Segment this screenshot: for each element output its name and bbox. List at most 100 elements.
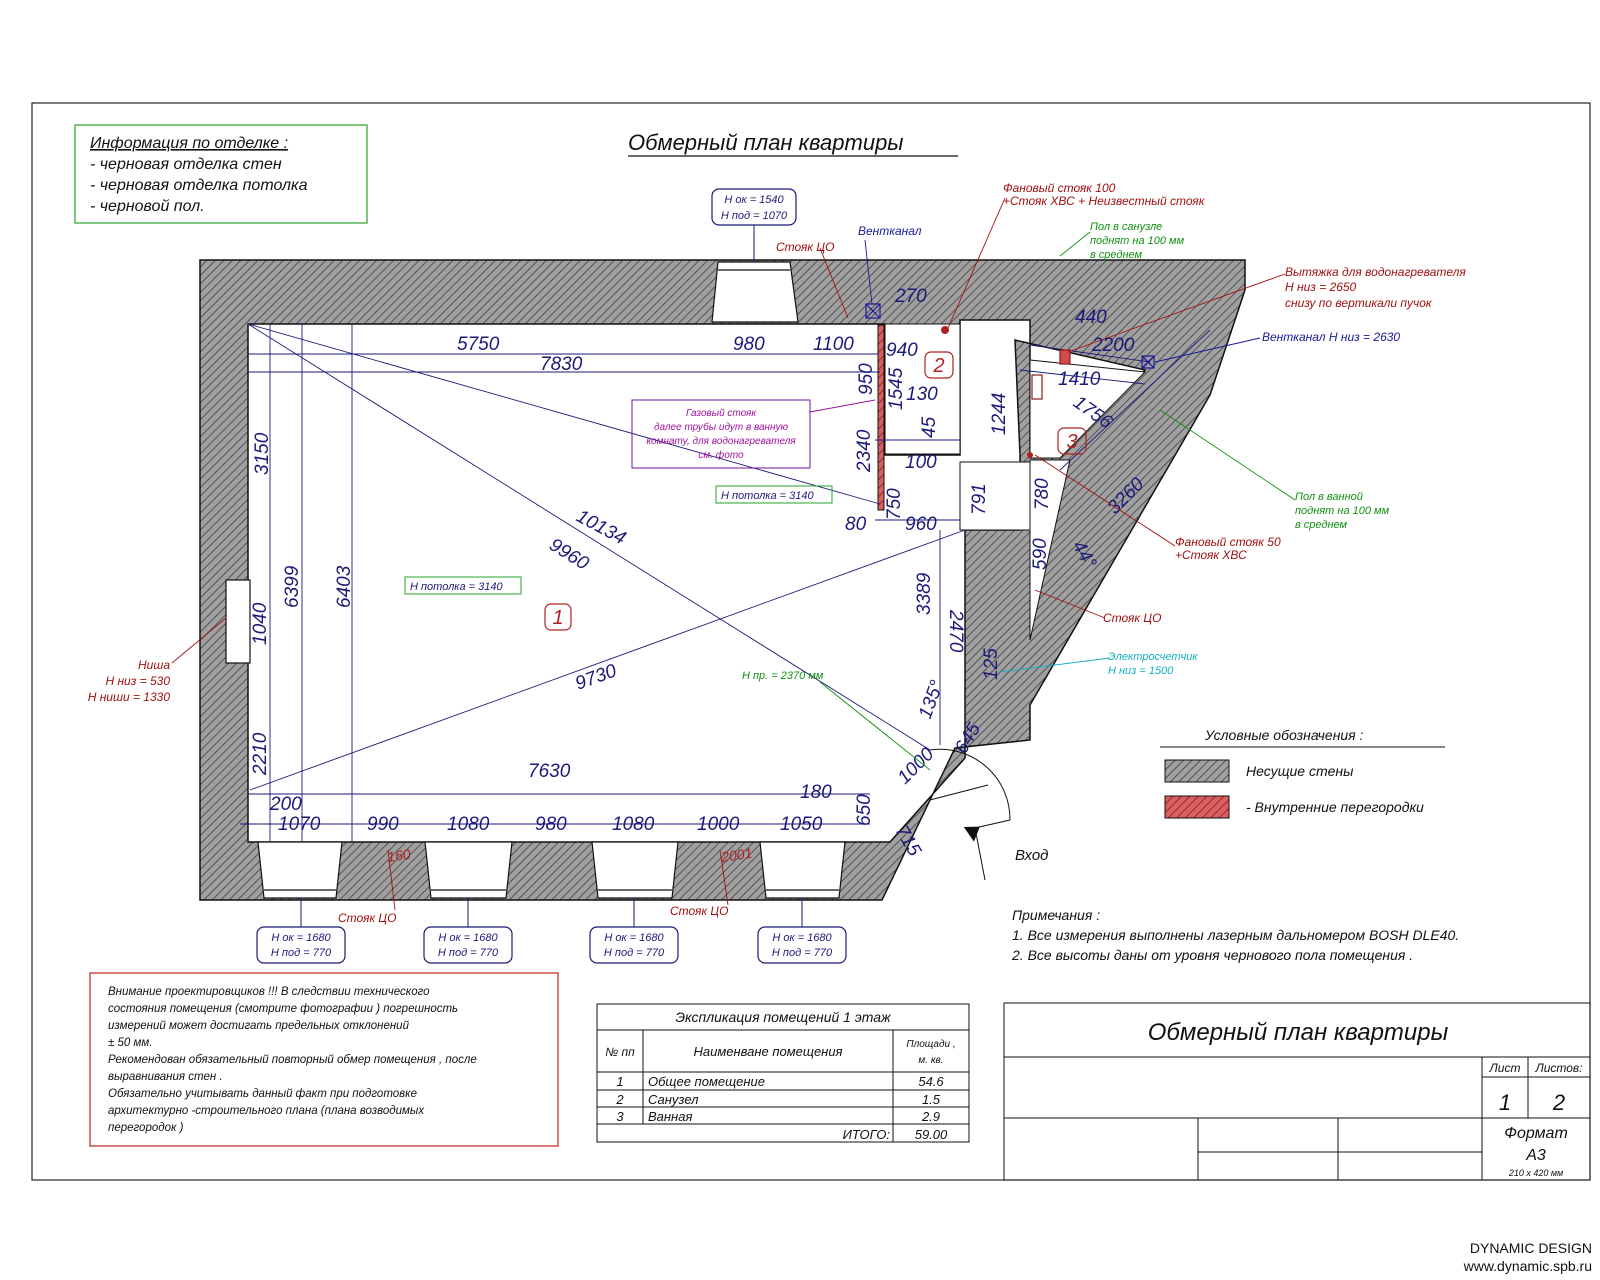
dimension-label: 3150 (252, 432, 273, 475)
explication-header: Наименване помещения (693, 1044, 842, 1059)
annotation-tag: 160 (386, 846, 412, 865)
dimension-label: 180 (800, 782, 832, 803)
annotation-floor-bath: Пол в ванной (1295, 491, 1363, 503)
annotation-hood: снизу по вертикали пучок (1285, 296, 1433, 310)
dimension-label: 100 (905, 452, 937, 473)
annotation-floor-wc: Пол в санузле (1090, 221, 1162, 233)
dimension-label: 2340 (854, 429, 875, 473)
dimension-label: 440 (1075, 307, 1107, 328)
window-label: Н ок = 1680 (604, 932, 664, 944)
format-value: А3 (1525, 1147, 1546, 1164)
warning-line: перегородок ) (108, 1122, 184, 1134)
page-title: Обмерный план квартиры (628, 130, 904, 155)
room-number: 2 (932, 355, 944, 377)
window-label: Н под = 770 (772, 947, 833, 959)
dimension-label: 1080 (447, 814, 490, 835)
dimension-label: 135° (915, 677, 948, 721)
footer: DYNAMIC DESIGN www.dynamic.spb.ru (1463, 1240, 1592, 1274)
dimension-label: 940 (886, 340, 918, 361)
legend-title: Условные обозначения : (1204, 727, 1364, 743)
warning-line: Рекомендован обязательный повторный обме… (108, 1054, 477, 1066)
window-label: Н под = 770 (438, 947, 499, 959)
legend-item: - Внутренние перегородки (1246, 799, 1424, 815)
sheets-count: 2 (1552, 1090, 1565, 1115)
annotation-hood: Вытяжка для водонагревателя (1285, 265, 1466, 279)
annotation-floor-bath: в среднем (1295, 519, 1348, 531)
table-cell: Санузел (648, 1092, 699, 1107)
dimension-label: 960 (905, 514, 937, 535)
dimension-label: 980 (733, 334, 765, 355)
title-block-title: Обмерный план квартиры (1148, 1019, 1449, 1046)
dimension-label: 5750 (457, 334, 500, 355)
room-number: 3 (1066, 431, 1077, 453)
sheet-label: Лист (1489, 1061, 1521, 1075)
dimension-label: 200 (269, 794, 302, 815)
dimension-label: 1100 (813, 334, 854, 355)
finishing-info-box: Информация по отделке : - черновая отдел… (74, 124, 368, 224)
sheet-number: 1 (1499, 1090, 1511, 1115)
table-cell: Ванная (648, 1109, 692, 1124)
window-openings (225, 261, 846, 899)
dimension-label: 7830 (540, 354, 583, 375)
annotation-riser-co: Стояк ЦО (338, 911, 396, 925)
window-label: Н под = 1070 (721, 210, 788, 222)
window-labels: Н ок = 1540 Н под = 1070 Н ок = 1680 Н п… (256, 188, 847, 964)
table-cell: 3 (616, 1109, 624, 1124)
dimension-label: 270 (894, 286, 927, 307)
annotation-fan-riser-50: Фановый стояк 50 (1175, 535, 1281, 549)
leader-lines (171, 197, 1296, 911)
dimension-label: 9960 (545, 534, 592, 574)
room-number: 1 (552, 607, 563, 629)
dimension-label: 1050 (780, 814, 823, 835)
annotation-gas-riser: далее трубы идут в ванную (654, 421, 789, 433)
annotation-floor-wc: поднят на 100 мм (1090, 235, 1185, 247)
annotation-meter: Электросчетчик (1108, 651, 1198, 663)
room-number-tags: 1 2 3 (544, 351, 1087, 631)
explication-title: Экспликация помещений 1 этаж (675, 1009, 892, 1025)
annotations: Стояк ЦО Вентканал Фановый стояк 100 +Ст… (88, 181, 1467, 925)
finishing-item: - черновой пол. (90, 198, 205, 215)
dimension-label: 10134 (573, 506, 630, 549)
warning-line: измерений может достигать предельных отк… (108, 1020, 410, 1032)
annotation-fan-riser-50: +Стояк ХВС (1175, 548, 1247, 562)
warning-line: Внимание проектировщиков !!! В следствии… (108, 986, 430, 998)
dimension-label: 780 (1032, 478, 1053, 510)
annotation-riser-co: Стояк ЦО (1103, 611, 1161, 625)
dimension-label: 130 (906, 384, 938, 405)
dimension-label: 1070 (278, 814, 321, 835)
dimension-label: 80 (845, 514, 867, 535)
annotation-ventkanal-right: Вентканал Н низ = 2630 (1262, 330, 1400, 344)
dimension-label: 7630 (528, 761, 571, 782)
annotation-entrance: Вход (1015, 847, 1048, 864)
legend-swatch-bearing (1164, 759, 1230, 783)
table-cell: 2.9 (921, 1109, 940, 1124)
title-block (1003, 1002, 1591, 1181)
legend: Условные обозначения : Несущие стены - В… (1160, 727, 1445, 819)
annotation-gas-riser: см. фото (698, 449, 744, 461)
legend-swatch-partition (1164, 795, 1230, 819)
window-label: Н ок = 1680 (438, 932, 498, 944)
annotation-ventkanal: Вентканал (858, 224, 922, 238)
annotation-gas-riser: комнату, для водонагревателя (646, 436, 796, 447)
annotation-riser-co: Стояк ЦО (670, 904, 728, 918)
dimension-label: 3389 (914, 572, 935, 615)
dimension-label: 9730 (573, 660, 620, 694)
annotation-hood: Н низ = 2650 (1285, 280, 1357, 294)
dimension-label: 950 (856, 363, 877, 395)
warning-line: ± 50 мм. (108, 1037, 152, 1049)
explication-header: № пп (605, 1045, 635, 1059)
gas-riser-box: Газовый стояк далее трубы идут в ванную … (631, 399, 811, 469)
sheet-frame (31, 102, 1591, 1181)
footer-url: www.dynamic.spb.ru (1463, 1258, 1592, 1274)
window-label: Н ок = 1680 (772, 932, 832, 944)
table-cell: 1 (616, 1074, 623, 1089)
table-cell: 1.5 (922, 1092, 941, 1107)
window-label: Н под = 770 (604, 947, 665, 959)
dimension-label: 45 (919, 416, 940, 438)
annotation-niche: Н ниши = 1330 (88, 690, 171, 704)
dimension-label: 1410 (1058, 369, 1101, 390)
annotation-ceiling-height: Н потолка = 3140 (410, 581, 503, 593)
annotation-ceiling-height: Н потолка = 3140 (721, 490, 814, 502)
window-label: Н ок = 1540 (724, 194, 784, 206)
dimension-label: 1000 (697, 814, 740, 835)
